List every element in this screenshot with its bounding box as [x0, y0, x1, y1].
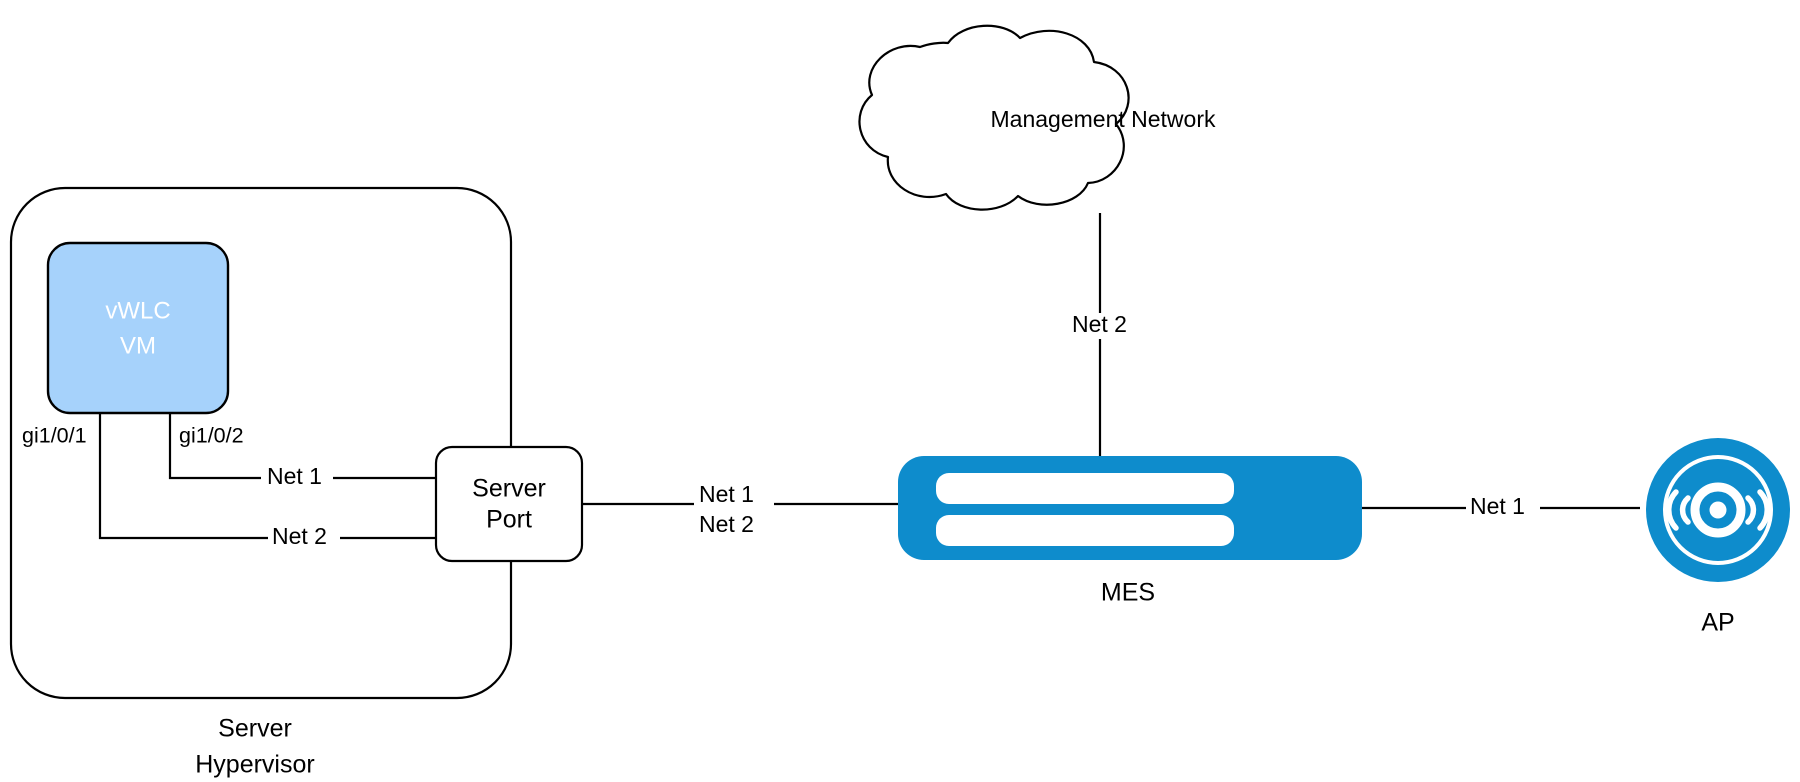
- edge-label-port-mes-net1: Net 1: [699, 481, 754, 507]
- server-port-label-line2: Port: [486, 506, 532, 534]
- ap-wave-left-inner: [1679, 495, 1691, 525]
- ap-center-dot: [1709, 501, 1727, 519]
- server-port-box[interactable]: [434, 445, 584, 563]
- edge-label-vm-net1: Net 1: [267, 463, 322, 489]
- access-point-icon[interactable]: [1646, 438, 1790, 582]
- ap-wave-left-outer: [1666, 489, 1679, 531]
- ap-wave-right-outer: [1757, 489, 1770, 531]
- mes-slot-bottom: [936, 515, 1234, 546]
- gi1-0-1-label-bg: [18, 424, 98, 450]
- ap-label: AP: [1701, 609, 1734, 637]
- server-hypervisor-label-line2: Hypervisor: [195, 751, 314, 779]
- server-hypervisor-label-line1: Server: [218, 715, 292, 743]
- mes-ap-label-bg: [1466, 495, 1540, 521]
- ap-ring: [1663, 455, 1773, 565]
- management-network-label: Management Network: [991, 106, 1216, 132]
- server-port-label-line1: Server: [472, 475, 546, 503]
- edge-label-mes-ap-net1: Net 1: [1470, 493, 1525, 519]
- vm-net1-label-bg: [261, 465, 333, 491]
- mes-switch-icon[interactable]: [898, 456, 1362, 560]
- edge-label-gi1-0-2: gi1/0/2: [179, 424, 244, 448]
- cloud-mes-label-bg: [1068, 313, 1140, 339]
- ap-wave-right-inner: [1745, 495, 1757, 525]
- vwlc-vm-label-line1: vWLC: [105, 297, 170, 324]
- edge-label-vm-net2: Net 2: [272, 523, 327, 549]
- port-mes-label-bg: [694, 479, 774, 531]
- mes-slot-top: [936, 473, 1234, 504]
- edge-label-port-mes-net2: Net 2: [699, 511, 754, 537]
- edge-vm-gi1-0-2-to-server-port[interactable]: [168, 413, 435, 480]
- edge-label-cloud-mes-net2: Net 2: [1072, 311, 1127, 337]
- gi1-0-2-label-bg: [176, 424, 258, 450]
- vwlc-vm-label-line2: VM: [120, 332, 156, 359]
- edge-label-gi1-0-1: gi1/0/1: [22, 424, 87, 448]
- mes-label: MES: [1101, 579, 1155, 607]
- ap-inner-ring: [1690, 482, 1746, 538]
- server-hypervisor-container[interactable]: [9, 186, 513, 700]
- management-network-cloud[interactable]: [858, 24, 1130, 211]
- vwlc-vm-box[interactable]: [46, 241, 230, 415]
- vm-net2-label-bg: [268, 525, 340, 551]
